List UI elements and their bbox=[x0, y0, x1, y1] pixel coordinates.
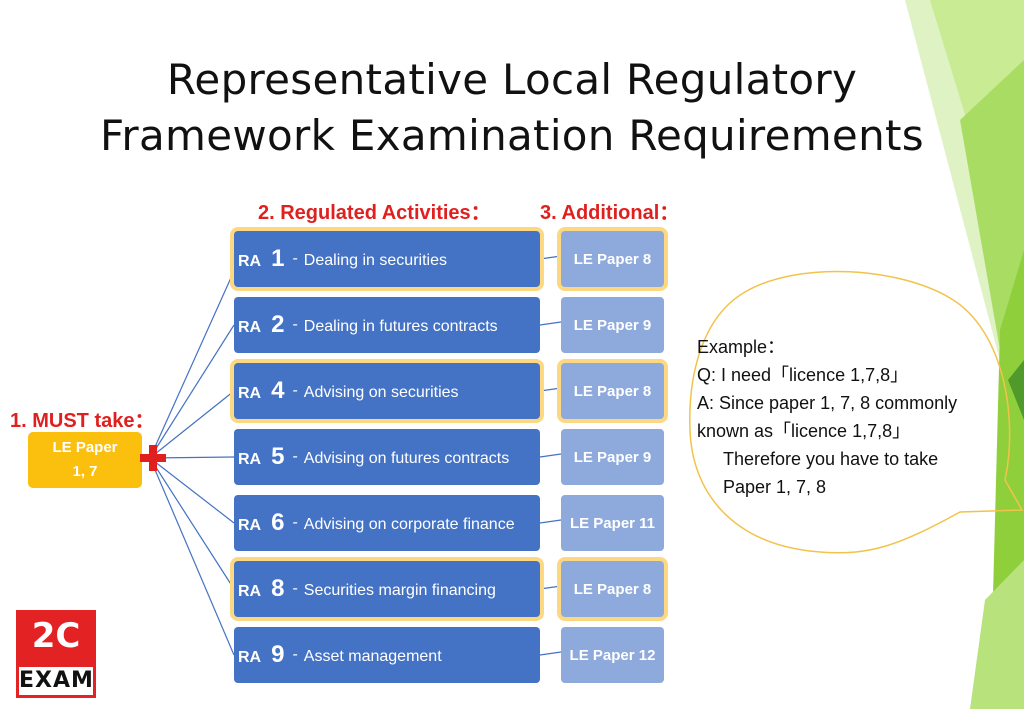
ra-dash: - bbox=[292, 382, 298, 399]
ra-description: Advising on futures contracts bbox=[303, 450, 510, 467]
ra-box-2: RA 2-Dealing in futures contracts bbox=[234, 297, 540, 353]
example-text: Example： Q: I need「licence 1,7,8」 A: Sin… bbox=[697, 333, 957, 501]
ra-box-8: RA 8-Securities margin financing bbox=[234, 561, 540, 617]
link-line bbox=[539, 519, 562, 524]
must-take-line-1: LE Paper bbox=[52, 439, 118, 456]
link-line bbox=[539, 651, 562, 656]
title-line-2: Framework Examination Requirements bbox=[100, 111, 924, 160]
title-line-1: Representative Local Regulatory bbox=[166, 55, 858, 104]
2c-exam-logo: 2C EXAM bbox=[16, 610, 96, 698]
le-paper-box-8: LE Paper 8 bbox=[561, 561, 664, 617]
ra-number: 9 bbox=[271, 641, 285, 668]
ra-number: 6 bbox=[271, 509, 285, 536]
ra-label: RA bbox=[238, 385, 262, 402]
ra-label: RA bbox=[238, 253, 262, 270]
ra-number: 4 bbox=[271, 377, 285, 404]
ra-dash: - bbox=[292, 316, 298, 333]
ra-label: RA bbox=[238, 583, 262, 600]
ra-label: RA bbox=[238, 517, 262, 534]
fan-line bbox=[149, 390, 235, 459]
le-paper-box-2: LE Paper 9 bbox=[561, 297, 664, 353]
ra-box-4: RA 4-Advising on securities bbox=[234, 363, 540, 419]
ra-label: RA bbox=[238, 451, 262, 468]
ra-description: Asset management bbox=[303, 648, 442, 665]
ra-dash: - bbox=[292, 580, 298, 597]
ra-box-6: RA 6-Advising on corporate finance bbox=[234, 495, 540, 551]
ra-box-9: RA 9-Asset management bbox=[234, 627, 540, 683]
fan-line bbox=[149, 457, 235, 590]
ra-description: Advising on securities bbox=[303, 384, 459, 401]
example-line-5: Therefore you have to take bbox=[723, 449, 939, 469]
ra-dash: - bbox=[292, 250, 298, 267]
example-line-4: known as「licence 1,7,8」 bbox=[697, 421, 911, 441]
example-line-3: A: Since paper 1, 7, 8 commonly bbox=[697, 393, 958, 413]
logo-top-text: 2C bbox=[31, 616, 81, 656]
fan-line bbox=[149, 270, 235, 459]
ra-description: Securities margin financing bbox=[303, 582, 496, 599]
heading-must-take: 1. MUST take： bbox=[10, 410, 155, 432]
ra-number: 8 bbox=[271, 575, 285, 602]
le-paper-box-6: LE Paper 11 bbox=[561, 495, 664, 551]
link-line bbox=[539, 585, 562, 590]
ra-label: RA bbox=[238, 319, 262, 336]
must-take-line-2: 1, 7 bbox=[72, 463, 98, 480]
ra-label: RA bbox=[238, 649, 262, 666]
example-line-1: Example： bbox=[697, 337, 786, 357]
link-line bbox=[539, 387, 562, 392]
ra-box-1: RA 1-Dealing in securities bbox=[234, 231, 540, 287]
red-plus-icon bbox=[140, 445, 166, 471]
le-paper-box-4: LE Paper 8 bbox=[561, 363, 664, 419]
logo-bottom-text: EXAM bbox=[19, 667, 94, 695]
le-paper-box-5: LE Paper 9 bbox=[561, 429, 664, 485]
link-line bbox=[539, 321, 562, 326]
ra-number: 2 bbox=[271, 311, 285, 338]
ra-description: Dealing in futures contracts bbox=[303, 318, 498, 335]
ra-description: Dealing in securities bbox=[303, 252, 447, 269]
le-paper-box-1: LE Paper 8 bbox=[561, 231, 664, 287]
fan-line bbox=[149, 457, 235, 524]
ra-dash: - bbox=[292, 514, 298, 531]
page-title: Representative Local Regulatory Framewor… bbox=[0, 52, 1024, 164]
must-take-box: LE Paper 1, 7 bbox=[28, 432, 142, 488]
ra-description: Advising on corporate finance bbox=[303, 516, 515, 533]
heading-regulated-activities: 2. Regulated Activities： bbox=[258, 202, 491, 224]
le-paper-box-9: LE Paper 12 bbox=[561, 627, 664, 683]
ra-dash: - bbox=[292, 646, 298, 663]
heading-additional: 3. Additional： bbox=[540, 202, 680, 224]
ra-dash: - bbox=[292, 448, 298, 465]
link-line bbox=[539, 255, 562, 260]
ra-box-5: RA 5-Advising on futures contracts bbox=[234, 429, 540, 485]
example-line-2: Q: I need「licence 1,7,8」 bbox=[697, 365, 909, 385]
fan-line bbox=[149, 324, 235, 459]
ra-number: 1 bbox=[271, 245, 285, 272]
ra-number: 5 bbox=[271, 443, 285, 470]
fan-line bbox=[149, 457, 235, 656]
example-line-6: Paper 1, 7, 8 bbox=[723, 477, 827, 497]
link-line bbox=[539, 453, 562, 458]
